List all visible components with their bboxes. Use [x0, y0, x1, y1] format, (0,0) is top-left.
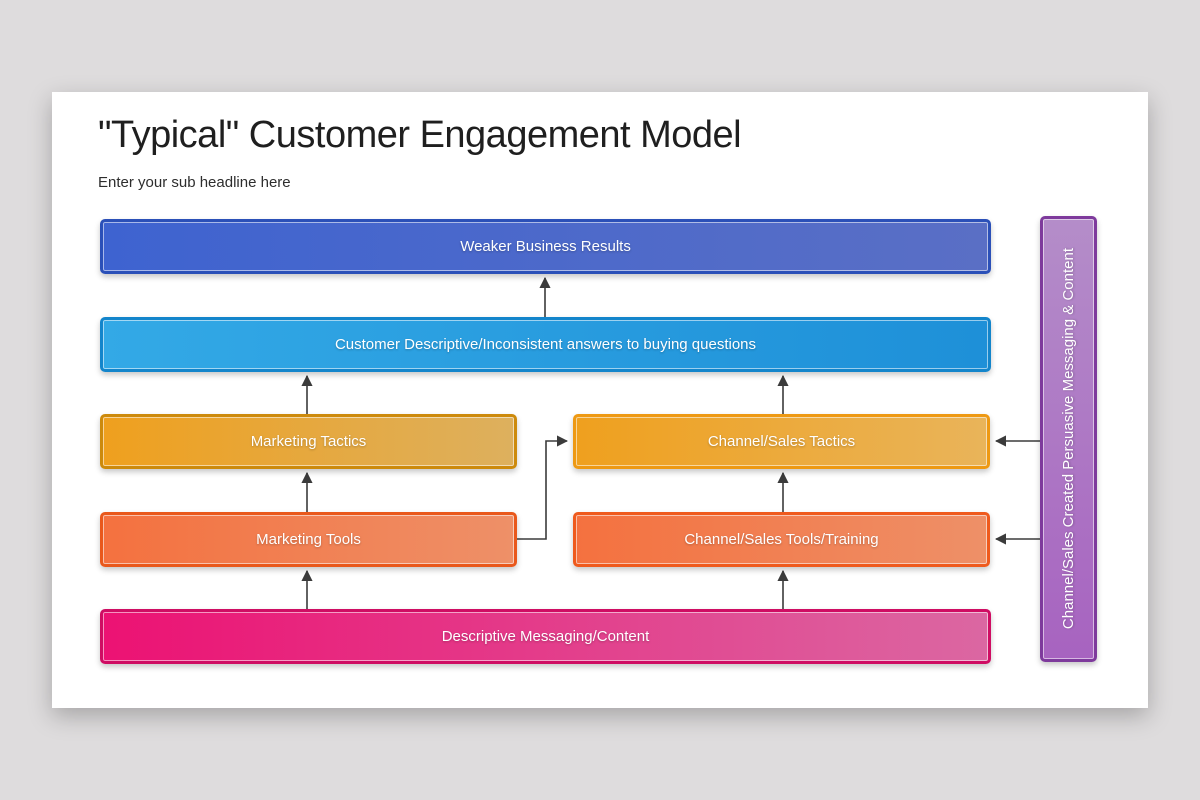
- slide-canvas: "Typical" Customer Engagement Model Ente…: [52, 92, 1148, 708]
- node-label: Channel/Sales Tools/Training: [684, 531, 879, 548]
- node-channel-sales-created-persuasive: Channel/Sales Created Persuasive Messagi…: [1040, 216, 1097, 662]
- node-marketing-tactics: Marketing Tactics: [100, 414, 517, 469]
- node-label: Marketing Tools: [256, 531, 361, 548]
- node-customer-descriptive-inconsistent: Customer Descriptive/Inconsistent answer…: [100, 317, 991, 372]
- slide-subtitle: Enter your sub headline here: [98, 174, 291, 191]
- node-label: Customer Descriptive/Inconsistent answer…: [334, 336, 757, 353]
- node-label: Channel/Sales Tactics: [707, 433, 856, 450]
- node-label: Descriptive Messaging/Content: [441, 628, 650, 645]
- slide-title: "Typical" Customer Engagement Model: [98, 114, 742, 156]
- node-label: Weaker Business Results: [460, 238, 631, 255]
- node-label: Marketing Tactics: [250, 433, 367, 450]
- node-marketing-tools: Marketing Tools: [100, 512, 517, 567]
- node-channel-sales-tools-training: Channel/Sales Tools/Training: [573, 512, 990, 567]
- node-label: Channel/Sales Created Persuasive Messagi…: [1060, 248, 1077, 630]
- node-descriptive-messaging-content: Descriptive Messaging/Content: [100, 609, 991, 664]
- node-channel-sales-tactics: Channel/Sales Tactics: [573, 414, 990, 469]
- node-weaker-business-results: Weaker Business Results: [100, 219, 991, 274]
